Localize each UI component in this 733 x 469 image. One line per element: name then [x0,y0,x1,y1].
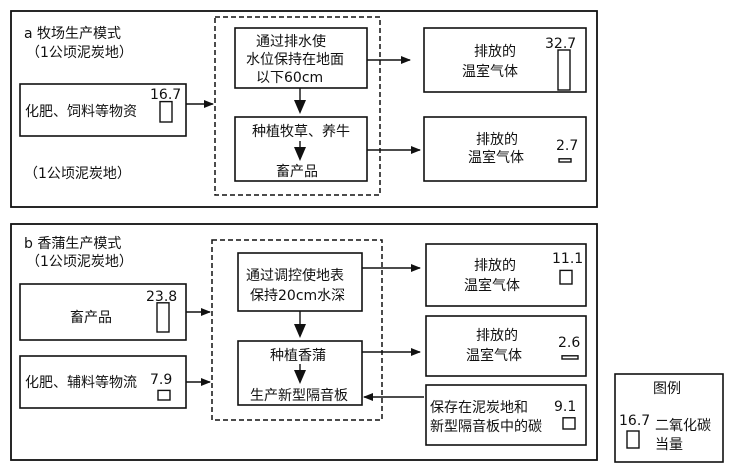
panel-b-emission2-box [425,315,587,377]
legend-label-line2: 当量 [655,437,683,453]
panel-b-step1-line1: 通过调控使地表 [246,267,344,284]
panel-b-title: b 香蒲生产模式 [24,236,121,252]
panel-a-step1-line2: 水位保持在地面 [246,52,344,68]
panel-b-input2-bar [157,389,171,401]
panel-b-step2-product: 生产新型隔音板 [250,387,348,404]
panel-a-emission1-label1: 排放的 [474,44,516,60]
panel-a-emission1-bar [557,49,571,91]
panel-a-step1-line1: 通过排水使 [256,33,326,50]
panel-b-storage-value: 9.1 [554,399,576,415]
panel-a-emission2-bar [558,158,572,163]
panel-b-emission2-bar [561,355,579,360]
legend-bar-sample [626,430,640,449]
panel-a-step1-line3: 以下60cm [256,70,323,86]
panel-a-input-label: 化肥、饲料等物资 [25,103,137,120]
panel-a-footnote: （1公顷泥炭地） [24,166,131,182]
panel-a-emission2-label1: 排放的 [476,132,518,148]
panel-b-subtitle: （1公顷泥炭地） [26,254,133,270]
panel-b-input2-value: 7.9 [150,372,172,388]
panel-b-input1-bar [156,302,170,333]
panel-a-subtitle: （1公顷泥炭地） [26,45,133,61]
panel-b-process-group [211,239,383,421]
panel-b-storage-bar [562,417,576,430]
panel-b-emission1-label1: 排放的 [474,258,516,274]
panel-b-input2-label: 化肥、辅料等物流 [25,374,137,391]
panel-b-emission2-value: 2.6 [558,335,580,351]
panel-a-process-group [214,16,381,196]
panel-a-input-box [19,83,187,137]
panel-b-step1-box [237,252,363,312]
panel-a-emission1-label2: 温室气体 [462,63,518,80]
legend-value: 16.7 [619,413,650,429]
panel-b-storage-box [425,384,587,446]
panel-a-input-value: 16.7 [150,87,181,103]
panel-a-step2-label: 种植牧草、养牛 [252,124,350,140]
legend-title: 图例 [653,381,681,397]
panel-b-step1-line2: 保持20cm水深 [250,288,345,304]
panel-a-step2-product: 畜产品 [276,164,318,180]
panel-b-storage-label1: 保存在泥炭地和 [430,400,528,416]
panel-b-input1-label: 畜产品 [70,310,112,326]
panel-b-emission2-label2: 温室气体 [466,347,522,364]
panel-a-emission2-box [423,116,587,182]
panel-b-emission2-label1: 排放的 [476,328,518,344]
panel-a-step1-box [234,27,368,89]
panel-a-input-bar [159,100,173,123]
panel-a-title: a 牧场生产模式 [24,26,121,42]
panel-b-input1-value: 23.8 [146,289,177,305]
panel-b-emission1-value: 11.1 [552,251,583,267]
panel-a-emission2-value: 2.7 [556,138,578,154]
legend-label-line1: 二氧化碳 [655,418,711,434]
panel-a-emission1-value: 32.7 [545,36,576,52]
panel-b-step2-label: 种植香蒲 [270,348,326,364]
panel-b-emission1-bar [559,269,573,285]
panel-b-emission1-label2: 温室气体 [464,277,520,294]
panel-b-storage-label2: 新型隔音板中的碳 [430,418,542,435]
panel-a-emission2-label2: 温室气体 [468,149,524,166]
